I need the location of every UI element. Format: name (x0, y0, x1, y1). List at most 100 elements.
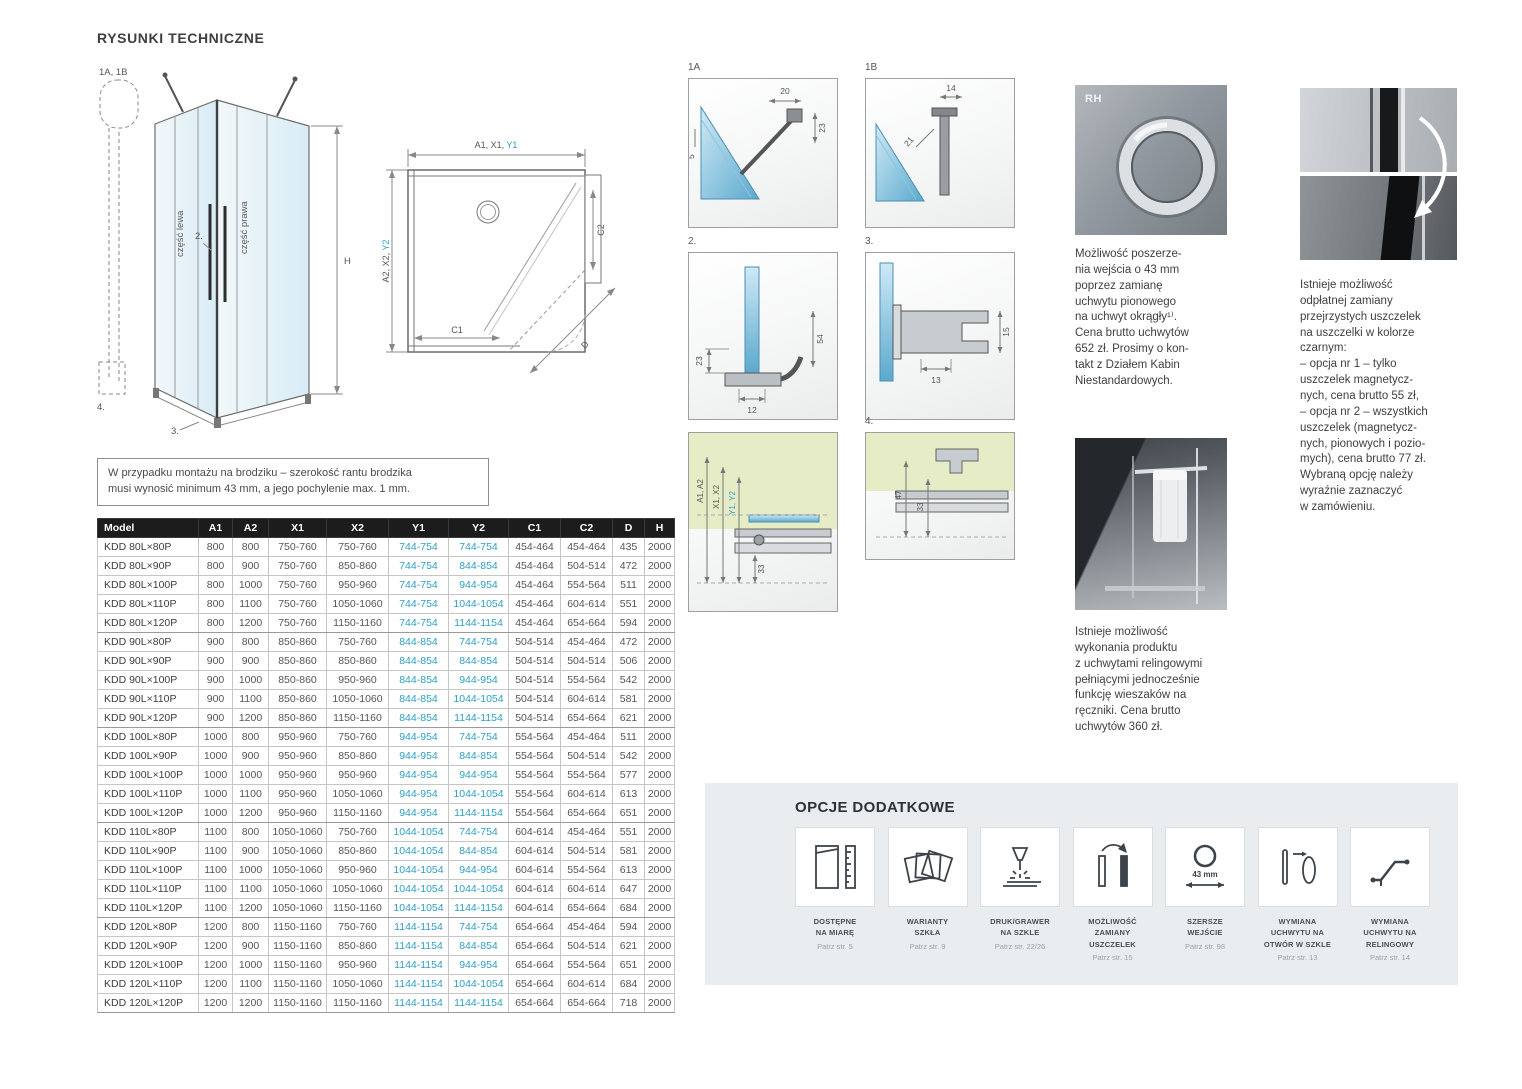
dim-cell: 800 (198, 556, 233, 576)
detail-2-label: 2. (688, 236, 697, 247)
towel-rail-photo (1075, 438, 1227, 610)
dim-cell: 750-760 (326, 537, 389, 557)
dim-cell: 800 (198, 537, 233, 557)
option-label: WARIANTY SZKŁA (906, 917, 949, 938)
dim-cell: 1100 (198, 822, 233, 842)
dim-cell: 581 (612, 689, 645, 709)
dim-cell: 2000 (644, 537, 675, 557)
dim-cell: 1200 (198, 936, 233, 956)
dim-cell: 604-614 (560, 974, 613, 994)
callout-3-label: 3. (171, 426, 179, 437)
column-header: Y1 (388, 518, 449, 538)
model-cell: KDD 100L×80P (97, 727, 199, 747)
dim-cell: 844-854 (388, 708, 449, 728)
dim-cell: 613 (612, 784, 645, 804)
dim-cell: 454-464 (508, 594, 561, 614)
dim-cell: 1044-1054 (388, 879, 449, 899)
dim-cell: 1150-1160 (326, 898, 389, 918)
dim-cell: 454-464 (508, 537, 561, 557)
dim-cell: 1150-1160 (326, 993, 389, 1013)
dim-cell: 1000 (198, 784, 233, 804)
dim-cell: 750-760 (268, 556, 327, 576)
black-seals-note: Istnieje możliwość odpłatnej zamiany prz… (1300, 279, 1428, 514)
dim-cell: 1000 (232, 765, 269, 785)
wider-entry-icon: 43 mm (1186, 844, 1224, 888)
topview-top-dim-black: A1, X1, (475, 140, 507, 150)
page-title: RYSUNKI TECHNICZNE (97, 30, 265, 46)
dim-cell: 654-664 (560, 898, 613, 918)
model-cell: KDD 110L×100P (97, 860, 199, 880)
dim-cell: 750-760 (326, 917, 389, 937)
glass-variants-icon (903, 849, 953, 884)
dim-cell: 900 (198, 651, 233, 671)
dim-cell: 542 (612, 746, 645, 766)
dim-cell: 900 (232, 746, 269, 766)
dim-cell: 1100 (198, 879, 233, 899)
column-header: X2 (326, 518, 389, 538)
dim-cell: 654-664 (508, 993, 561, 1013)
dim-cell: 1050-1060 (326, 974, 389, 994)
option-page-ref: Patrz str. 13 (1277, 952, 1318, 962)
dim-cell: 542 (612, 670, 645, 690)
dim-cell: 944-954 (388, 803, 449, 823)
option-label: WYMIANA UCHWYTU NA OTWÓR W SZKLE (1263, 917, 1332, 949)
dim-15-label: 15 (1001, 327, 1011, 337)
dim-cell: 1050-1060 (268, 860, 327, 880)
column-header: H (644, 518, 675, 538)
dim-cell: 1150-1160 (268, 936, 327, 956)
dim-cell: 454-464 (560, 822, 613, 842)
dim-cell: 850-860 (326, 651, 389, 671)
dim-cell: 1044-1054 (448, 689, 509, 709)
dim-cell: 1050-1060 (326, 879, 389, 899)
dim-cell: 844-854 (388, 689, 449, 709)
dim-cell: 1044-1054 (448, 879, 509, 899)
dim-20-label: 20 (780, 86, 790, 96)
dim-cell: 844-854 (448, 841, 509, 861)
dim-cell: 844-854 (448, 746, 509, 766)
dim-cell: 654-664 (508, 955, 561, 975)
option-label: WYMIANA UCHWYTU NA RELINGOWY (1363, 917, 1417, 949)
dim-cell: 944-954 (448, 575, 509, 595)
dim-cell: 744-754 (448, 917, 509, 937)
detail-3-svg: 13 15 (879, 262, 1011, 385)
detail-1a-drawing: 20 23 5 (686, 78, 838, 228)
dim-cell: 1000 (198, 727, 233, 747)
dim-cell: 718 (612, 993, 645, 1013)
dim-cell: 2000 (644, 974, 675, 994)
dim-cell: 454-464 (560, 917, 613, 937)
callout-2-label: 2. (195, 231, 203, 242)
dim-cell: 1150-1160 (326, 803, 389, 823)
round-handle-photo: RH (1075, 85, 1227, 235)
option-page-ref: Patrz str. 14 (1369, 952, 1411, 962)
dim-cell: 454-464 (508, 613, 561, 633)
dim-cell: 604-614 (508, 879, 561, 899)
dim-cell: 944-954 (388, 784, 449, 804)
dim-cell: 647 (612, 879, 645, 899)
dim-cell: 800 (198, 594, 233, 614)
dim-cell: 2000 (644, 670, 675, 690)
dim-cell: 554-564 (508, 765, 561, 785)
dim-cell: 850-860 (268, 708, 327, 728)
dim-cell: 944-954 (448, 955, 509, 975)
dim-h-label: H (344, 256, 351, 267)
dim-cell: 504-514 (508, 651, 561, 671)
topview-left-dim-black: A2, X2, (381, 251, 391, 283)
magnetic-seal-strip (1380, 88, 1398, 172)
model-cell: KDD 120L×90P (97, 936, 199, 956)
dim-cell: 1044-1054 (388, 822, 449, 842)
detail-1b-label: 1B (865, 62, 878, 73)
dim-cell: 604-614 (508, 841, 561, 861)
dim-cell: 850-860 (268, 632, 327, 652)
dim-cell: 1044-1054 (388, 898, 449, 918)
dim-c2-label: C2 (596, 224, 606, 236)
callout-4-label: 4. (97, 402, 105, 413)
dim-cell: 1144-1154 (388, 955, 449, 975)
dim-y1y2-label: Y1, Y2 (728, 491, 737, 515)
